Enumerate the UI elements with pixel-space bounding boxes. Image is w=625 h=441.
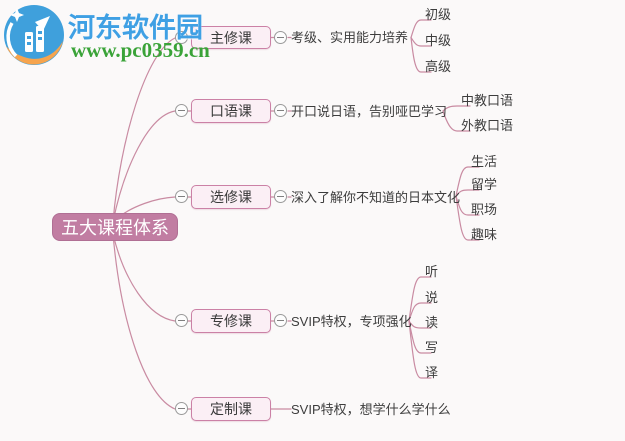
branch-2-collapse-right[interactable] — [274, 104, 287, 117]
branch-4-child-2[interactable]: 说 — [425, 289, 439, 305]
branch-3-child-2[interactable]: 留学 — [471, 176, 498, 192]
branch-3-child-4[interactable]: 趣味 — [471, 226, 498, 242]
branch-1-collapse-left[interactable] — [175, 31, 188, 44]
branch-2-node[interactable]: 口语课 — [191, 99, 271, 123]
branch-3-collapse-left[interactable] — [175, 190, 188, 203]
branch-1-child-1[interactable]: 初级 — [425, 6, 452, 22]
branch-1-node[interactable]: 主修课 — [191, 26, 271, 49]
branch-4-label: 专修课 — [210, 313, 252, 329]
watermark-site-url: www.pc0359.cn — [71, 38, 210, 62]
branch-1-child-3[interactable]: 高级 — [425, 58, 452, 74]
root-node[interactable]: 五大课程体系 — [52, 213, 178, 241]
branch-3-child-1[interactable]: 生活 — [471, 153, 498, 169]
branch-3-collapse-right[interactable] — [274, 190, 287, 203]
branch-4-child-1[interactable]: 听 — [425, 263, 439, 279]
branch-2-child-1[interactable]: 中教口语 — [461, 92, 514, 108]
branch-1-description[interactable]: 考级、实用能力培养 — [291, 30, 409, 45]
branch-4-collapse-left[interactable] — [175, 314, 188, 327]
root-node-label: 五大课程体系 — [61, 218, 169, 238]
branch-5-collapse-left[interactable] — [175, 402, 188, 415]
branch-2-description[interactable]: 开口说日语，告别哑巴学习 — [291, 103, 448, 119]
branch-3-node[interactable]: 选修课 — [191, 185, 271, 209]
branch-4-node[interactable]: 专修课 — [191, 309, 271, 333]
branch-1-collapse-right[interactable] — [274, 31, 287, 44]
branch-2-child-2[interactable]: 外教口语 — [461, 117, 514, 133]
branch-4-child-3[interactable]: 读 — [425, 314, 439, 330]
branch-5-description[interactable]: SVIP特权，想学什么学什么 — [291, 401, 451, 417]
branch-1-child-2[interactable]: 中级 — [425, 32, 452, 48]
branch-3-label: 选修课 — [210, 189, 252, 205]
hedong-logo-icon — [4, 5, 64, 65]
branch-1-label: 主修课 — [210, 29, 252, 46]
branch-4-description[interactable]: SVIP特权，专项强化 — [291, 313, 412, 329]
branch-4-collapse-right[interactable] — [274, 314, 287, 327]
branch-5-label: 定制课 — [210, 401, 252, 417]
branch-3-child-3[interactable]: 职场 — [471, 201, 498, 217]
branch-3-description[interactable]: 深入了解你不知道的日本文化 — [291, 189, 461, 205]
branch-5-node[interactable]: 定制课 — [191, 397, 271, 421]
branch-4-child-4[interactable]: 写 — [425, 339, 439, 355]
child-branch-curves — [408, 19, 480, 379]
branch-2-label: 口语课 — [210, 103, 252, 119]
watermark-site-name: 河东软件园 — [68, 13, 203, 43]
branch-2-collapse-left[interactable] — [175, 104, 188, 117]
branch-4-child-5[interactable]: 译 — [425, 364, 439, 380]
